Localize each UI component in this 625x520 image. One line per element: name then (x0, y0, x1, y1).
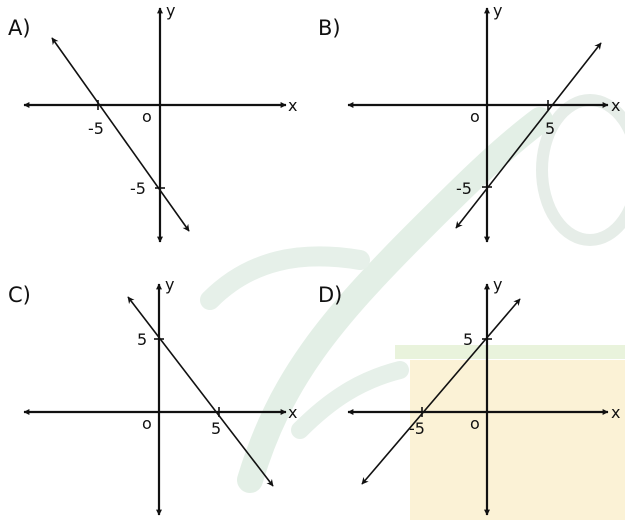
panel-a-label: A) (8, 16, 31, 40)
panel-d-y-axis-label: y (493, 275, 502, 294)
panel-b-y-axis-label: y (493, 1, 502, 20)
panel-b-x-axis-label: x (611, 96, 620, 115)
panel-c-origin-label: o (142, 414, 152, 433)
panel-c-x-tick-label: 5 (211, 419, 221, 438)
panel-c: C) x y o 5 5 (8, 275, 297, 516)
panel-d: D) x y o -5 5 (318, 275, 620, 516)
panel-b-y-tick-label: -5 (456, 179, 472, 198)
panel-d-x-axis-label: x (611, 403, 620, 422)
panel-d-label: D) (318, 283, 342, 307)
panel-c-y-tick-label: 5 (137, 330, 147, 349)
panel-b-line (455, 42, 602, 229)
panel-a: A) x y o -5 -5 (8, 1, 297, 243)
panel-c-y-axis-label: y (165, 275, 174, 294)
panel-b-label: B) (318, 16, 341, 40)
panel-a-line (51, 37, 190, 232)
panel-d-line (361, 298, 521, 485)
panel-b-x-tick-label: 5 (545, 119, 555, 138)
panel-c-x-axis-label: x (288, 403, 297, 422)
panel-c-label: C) (8, 283, 31, 307)
panel-a-x-tick-label: -5 (88, 119, 104, 138)
panel-d-origin-label: o (470, 414, 480, 433)
panel-c-line (127, 296, 274, 487)
panel-a-origin-label: o (142, 107, 152, 126)
panel-d-x-tick-label: -5 (409, 419, 425, 438)
panel-b-origin-label: o (470, 107, 480, 126)
panel-a-y-tick-label: -5 (130, 179, 146, 198)
panel-b: B) x y o 5 -5 (318, 1, 620, 243)
panel-a-x-axis-label: x (288, 96, 297, 115)
panel-a-y-axis-label: y (166, 1, 175, 20)
panel-d-y-tick-label: 5 (463, 330, 473, 349)
